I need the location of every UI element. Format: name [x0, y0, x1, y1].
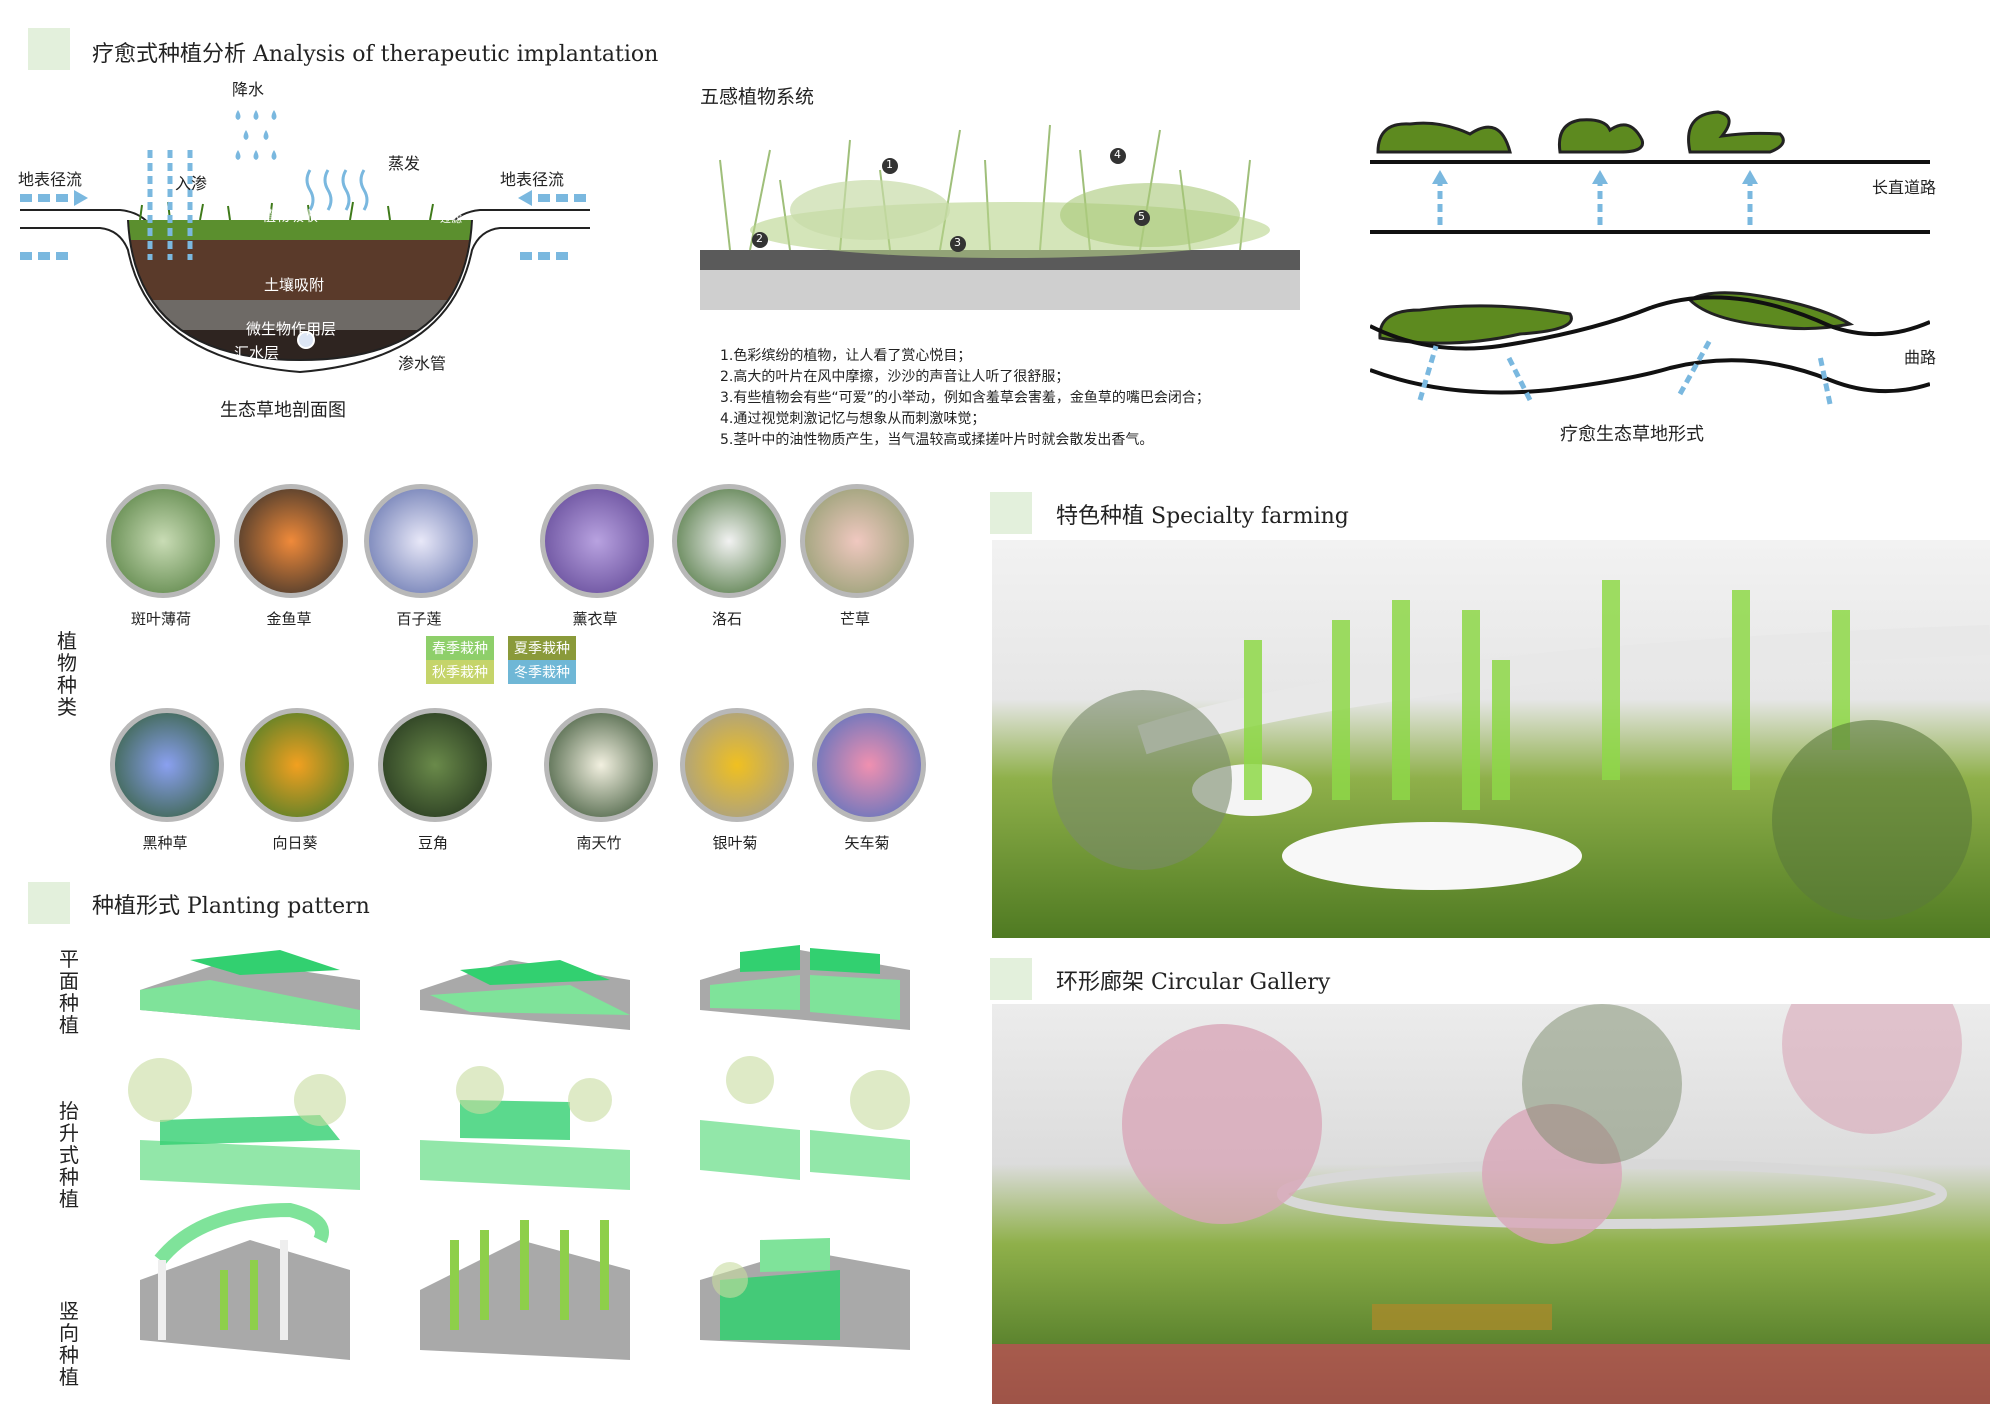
- marker-1: 1: [886, 158, 893, 171]
- marker-4: 4: [1114, 148, 1121, 161]
- label-collection-layer: 汇水层: [234, 344, 280, 362]
- label-microbe-layer: 微生物作用层: [246, 320, 337, 338]
- plant-photo: [800, 484, 914, 598]
- section-marker: [28, 28, 70, 70]
- plant-card: 向日葵: [240, 708, 354, 853]
- plant-name: 薰衣草: [572, 610, 618, 628]
- flat-pattern-1: [140, 950, 360, 1030]
- label-drain-pipe: 渗水管: [398, 354, 447, 373]
- raised-pattern-3: [700, 1056, 910, 1180]
- plant-photo: [378, 708, 492, 822]
- plant-card: 南天竹: [544, 708, 658, 853]
- plant-name: 百子莲: [396, 610, 442, 628]
- plant-name: 金鱼草: [266, 610, 312, 628]
- plant-photo: [672, 484, 786, 598]
- plant-photo: [106, 484, 220, 598]
- plant-name: 银叶菊: [712, 834, 758, 852]
- section-marker: [990, 492, 1032, 534]
- plant-photo: [110, 708, 224, 822]
- vertical-pattern-2: [420, 1220, 630, 1360]
- vertical-pattern-1: [140, 1202, 350, 1360]
- plant-name: 芒草: [839, 610, 870, 628]
- five-senses-item: 2.高大的叶片在风中摩擦，沙沙的声音让人听了很舒服；: [720, 369, 1070, 385]
- section-marker: [990, 958, 1032, 1000]
- plant-name: 南天竹: [576, 834, 622, 852]
- plant-photo: [364, 484, 478, 598]
- plant-photo: [234, 484, 348, 598]
- legend-winter: 冬季栽种: [508, 660, 576, 684]
- raised-pattern-2: [420, 1066, 630, 1190]
- specialty-farming-render: [992, 540, 1990, 938]
- label-straight-road: 长直道路: [1872, 178, 1937, 197]
- plant-card: 豆角: [378, 708, 492, 853]
- section-title-therapeutic: 疗愈式种植分析 Analysis of therapeutic implanta…: [92, 42, 659, 67]
- plant-card: 金鱼草: [234, 484, 348, 629]
- plant-name: 洛石: [711, 610, 742, 628]
- five-senses-illustration: [700, 124, 1300, 310]
- label-infiltration: 入渗: [175, 174, 208, 193]
- plant-name: 豆角: [417, 834, 448, 852]
- pattern-row-vertical: 竖向种植: [59, 1299, 79, 1389]
- plant-photo: [680, 708, 794, 822]
- five-senses-item: 3.有些植物会有些“可爱”的小举动，例如含羞草会害羞，金鱼草的嘴巴会闭合；: [720, 390, 1210, 406]
- marker-2: 2: [756, 232, 763, 245]
- plant-photo: [812, 708, 926, 822]
- planting-pattern-grid: [128, 945, 910, 1360]
- legend-summer: 夏季栽种: [508, 636, 576, 660]
- label-plant-absorption: 植物吸收: [262, 209, 318, 225]
- plant-card: 洛石: [672, 484, 786, 629]
- plant-name: 向日葵: [272, 834, 318, 852]
- plant-name: 斑叶薄荷: [130, 610, 191, 628]
- flat-pattern-3: [700, 945, 910, 1030]
- marker-3: 3: [954, 236, 961, 249]
- plant-card: 薰衣草: [540, 484, 654, 629]
- five-senses-title: 五感植物系统: [700, 86, 815, 108]
- pattern-row-raised: 抬升式种植: [59, 1099, 79, 1211]
- label-runoff-left: 地表径流: [18, 170, 83, 189]
- section-title-gallery: 环形廊架 Circular Gallery: [1056, 970, 1331, 995]
- label-runoff-right: 地表径流: [500, 170, 565, 189]
- five-senses-item: 4.通过视觉刺激记忆与想象从而刺激味觉；: [720, 411, 986, 427]
- soil-section-caption: 生态草地剖面图: [220, 400, 346, 421]
- raised-pattern-1: [128, 1058, 360, 1190]
- soil-section-diagram: [20, 110, 590, 374]
- plant-name: 黑种草: [142, 834, 188, 852]
- label-evaporation: 蒸发: [388, 154, 421, 173]
- marker-5: 5: [1138, 210, 1145, 223]
- section-title-pattern: 种植形式 Planting pattern: [92, 894, 370, 919]
- five-senses-item: 5.茎叶中的油性物质产生，当气温较高或揉搓叶片时就会散发出香气。: [720, 432, 1154, 448]
- five-senses-list: 1.色彩缤纷的植物，让人看了赏心悦目； 2.高大的叶片在风中摩擦，沙沙的声音让人…: [720, 346, 1210, 451]
- plant-card: 矢车菊: [812, 708, 926, 853]
- plant-photo: [540, 484, 654, 598]
- label-precipitation: 降水: [232, 80, 265, 99]
- label-curved-road: 曲路: [1904, 348, 1937, 367]
- section-marker: [28, 882, 70, 924]
- flat-pattern-2: [420, 960, 630, 1030]
- plant-photo: [240, 708, 354, 822]
- plant-name: 矢车菊: [844, 834, 890, 852]
- pattern-row-flat: 平面种植: [59, 947, 79, 1037]
- label-soil-adsorption: 土壤吸附: [264, 276, 325, 294]
- plant-types-label: 植物种类: [57, 629, 77, 719]
- meadow-forms-diagram: [1370, 110, 1930, 405]
- legend-autumn: 秋季栽种: [426, 660, 494, 684]
- label-filter: 过滤: [440, 212, 462, 225]
- plant-photo: [544, 708, 658, 822]
- plant-card: 黑种草: [110, 708, 224, 853]
- plant-card: 银叶菊: [680, 708, 794, 853]
- legend-spring: 春季栽种: [426, 636, 494, 660]
- plant-card: 百子莲: [364, 484, 478, 629]
- section-title-specialty: 特色种植 Specialty farming: [1056, 504, 1349, 529]
- circular-gallery-render: [992, 1004, 1990, 1404]
- plant-card: 芒草: [800, 484, 914, 629]
- five-senses-item: 1.色彩缤纷的植物，让人看了赏心悦目；: [720, 348, 972, 364]
- vertical-pattern-3: [700, 1238, 910, 1350]
- rain-drops-icon: [235, 110, 277, 160]
- meadow-forms-caption: 疗愈生态草地形式: [1560, 424, 1704, 445]
- plant-card: 斑叶薄荷: [106, 484, 220, 629]
